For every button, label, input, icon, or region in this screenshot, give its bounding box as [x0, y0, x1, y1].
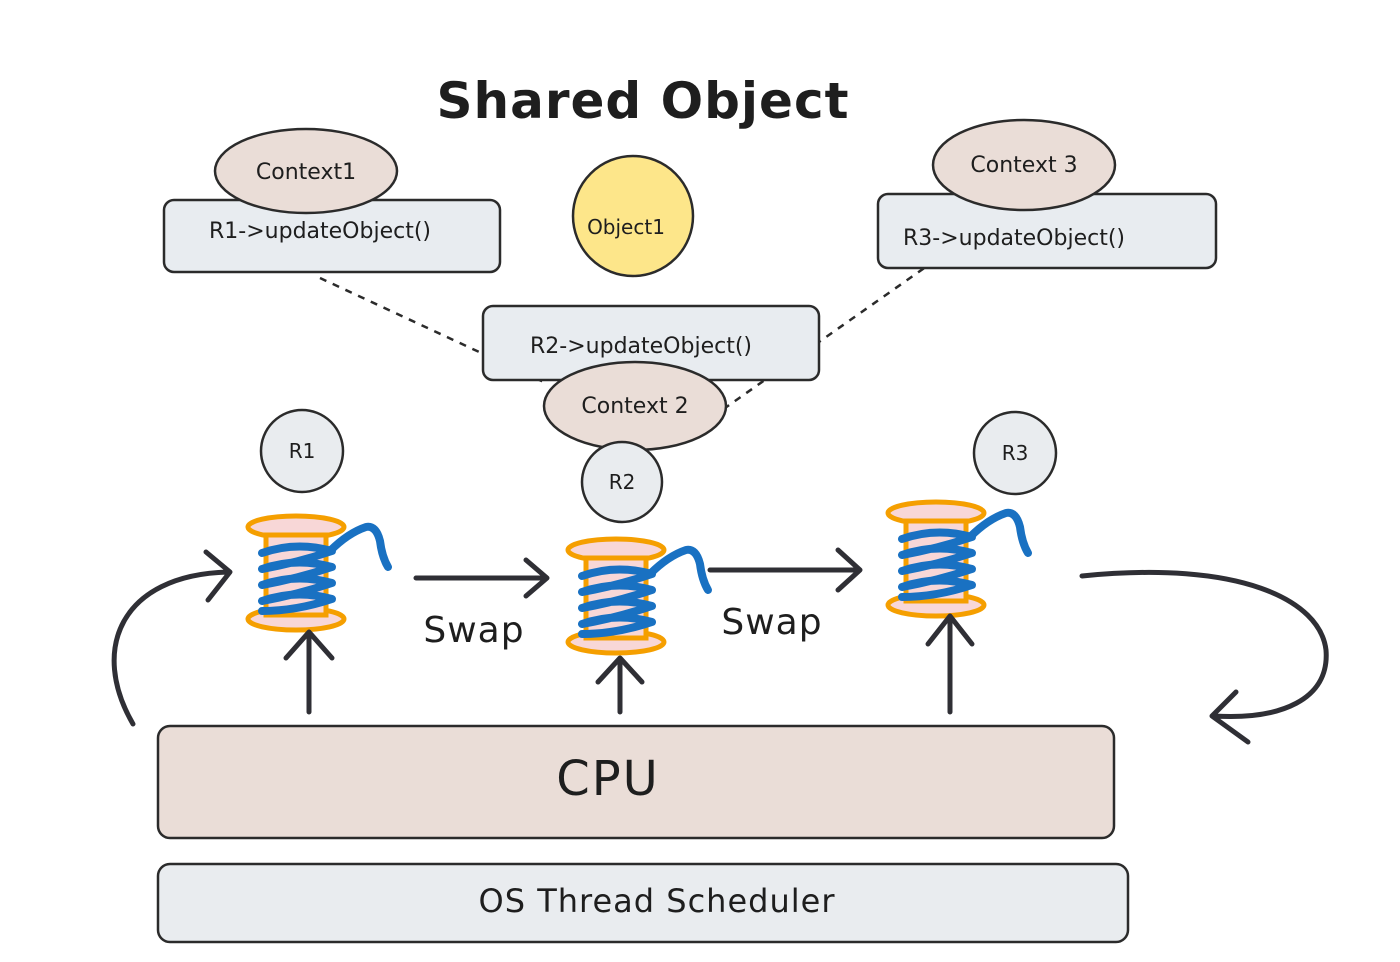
cpu-label: CPU — [556, 751, 660, 807]
thread-spool-icon — [568, 539, 708, 653]
call-label-3: R3->updateObject() — [903, 226, 1125, 251]
thread-r1 — [259, 408, 345, 494]
thread-spool-icon — [888, 502, 1028, 616]
shared-object-label: Object1 — [587, 215, 665, 239]
scheduler-label: OS Thread Scheduler — [479, 882, 836, 920]
swap-label-1: Swap — [423, 610, 524, 651]
thread-r3 — [972, 410, 1058, 496]
thread-label-r1: R1 — [289, 439, 316, 463]
call-label-1: R1->updateObject() — [209, 219, 431, 244]
cpu-bar — [156, 724, 1116, 840]
cpu-arrow-r3 — [925, 613, 975, 715]
thread-spool-icon — [248, 516, 388, 630]
cpu-arrow-r2 — [595, 655, 645, 715]
context-3 — [931, 118, 1117, 212]
call-label-2: R2->updateObject() — [530, 334, 752, 359]
thread-label-r2: R2 — [609, 470, 636, 494]
thread-r2 — [580, 440, 664, 524]
context-label-2: Context 2 — [581, 394, 688, 419]
shared-object — [571, 154, 695, 278]
context-1 — [213, 127, 399, 215]
cycle-arrow-right — [1079, 569, 1329, 745]
swap-arrow-1 — [413, 557, 550, 599]
context-label-3: Context 3 — [970, 153, 1077, 178]
diagram-title: Shared Object — [437, 72, 850, 130]
cpu-arrow-r1 — [283, 629, 335, 715]
swap-label-2: Swap — [721, 602, 822, 643]
scheduler-bar — [156, 862, 1130, 944]
cycle-arrow-left — [111, 549, 233, 727]
context-label-1: Context1 — [256, 160, 356, 185]
swap-arrow-2 — [707, 547, 863, 593]
thread-label-r3: R3 — [1002, 441, 1029, 465]
